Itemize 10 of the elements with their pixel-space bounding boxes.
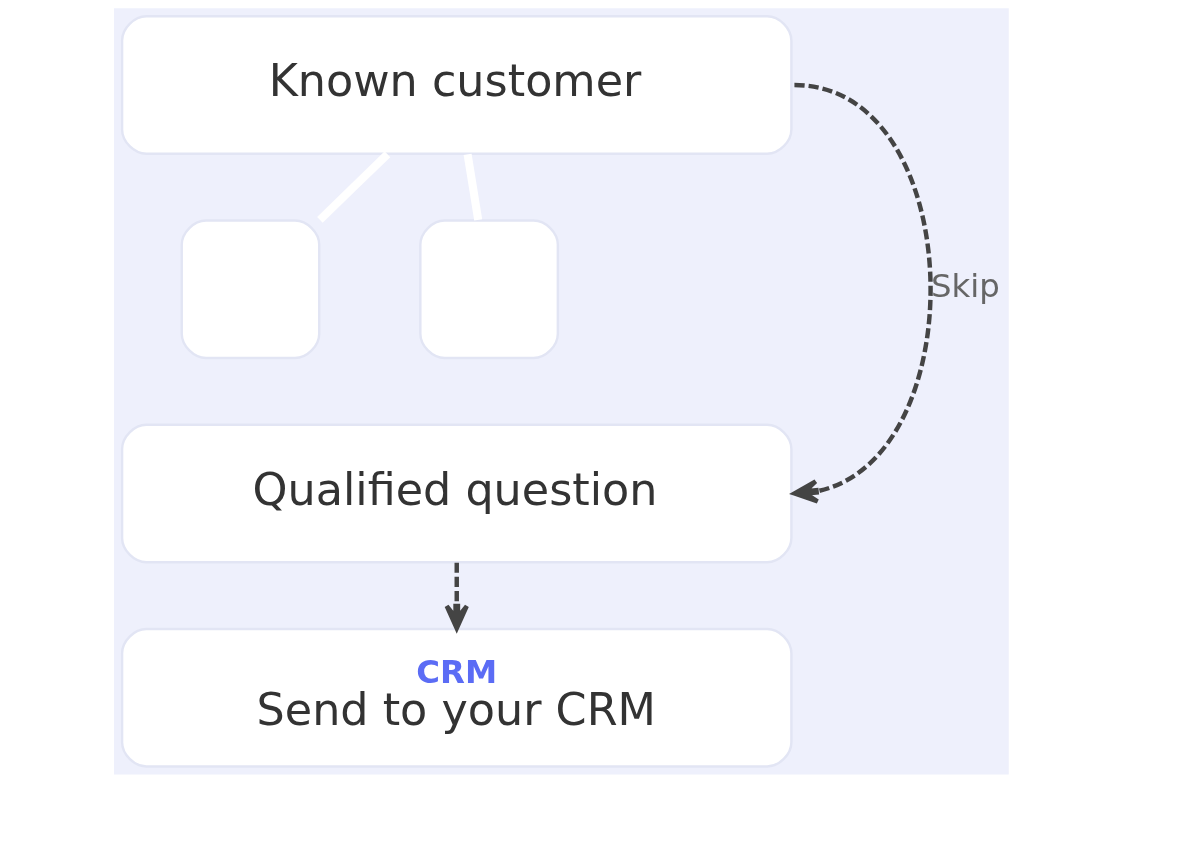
connector: [463, 153, 482, 221]
node-box: Qualified question: [120, 423, 793, 564]
arrow: [444, 562, 469, 631]
connector: [316, 151, 390, 223]
node-box: [180, 219, 320, 360]
node-box: Known customer: [120, 15, 793, 155]
node-box: [418, 219, 559, 360]
edge-label: Skip: [930, 266, 1000, 305]
arrow: [791, 82, 932, 504]
node-box: CRM Send to your CRM: [120, 627, 793, 768]
